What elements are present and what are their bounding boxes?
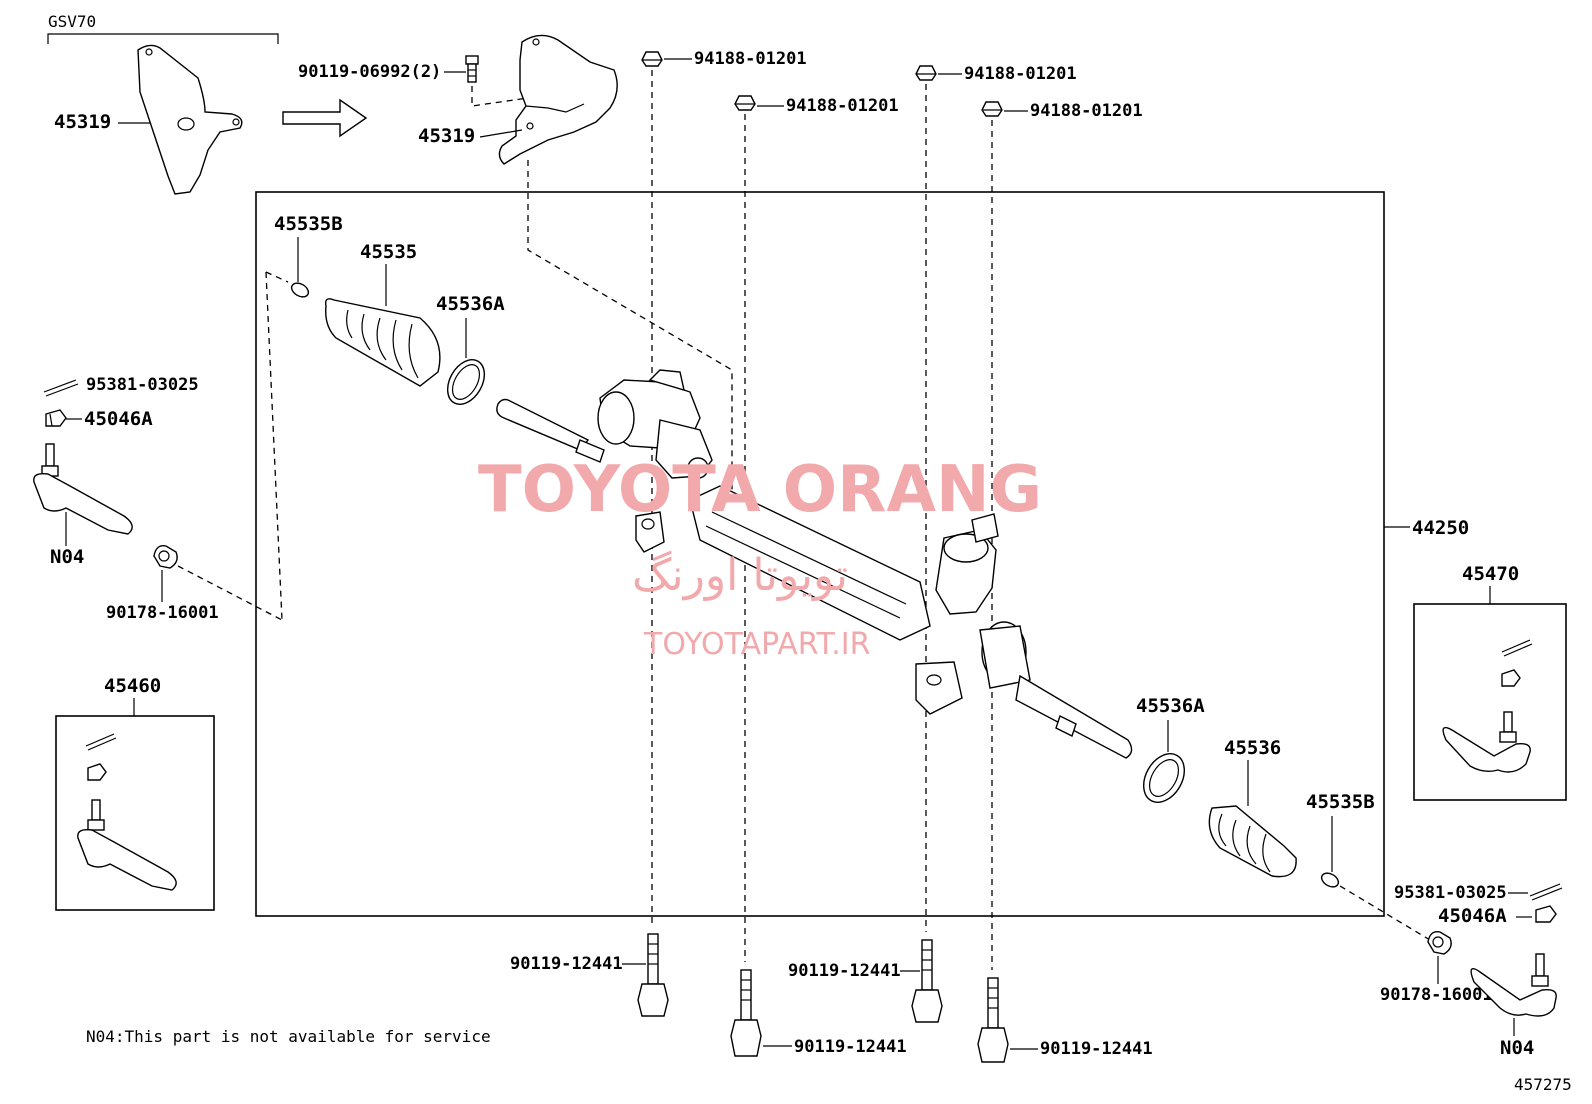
watermark-url: TOYOTAPART.IR (643, 627, 870, 662)
label-44250: 44250 (1412, 517, 1469, 539)
boot-45535 (324, 298, 441, 387)
label-94188-a: 94188-01201 (694, 49, 807, 69)
bolt-90119-12441-b (730, 969, 762, 1057)
label-90119-12441-c: 90119-12441 (788, 961, 901, 981)
boot-45536 (1208, 805, 1297, 878)
assembly-frame (255, 191, 1385, 917)
bolt-90119-12441-d (977, 977, 1009, 1063)
tie-rod-end-kit-45470 (1442, 639, 1533, 773)
label-45319-left: 45319 (54, 111, 111, 133)
watermark-title: TOYOTA ORANG (478, 453, 1042, 527)
label-45535: 45535 (360, 241, 417, 263)
label-45319-right: 45319 (418, 125, 475, 147)
cotter-pin-95381-left (43, 379, 79, 397)
model-header: GSV70 (48, 12, 96, 31)
label-90119-12441-a: 90119-12441 (510, 954, 623, 974)
label-90119-06992: 90119-06992(2) (298, 62, 441, 82)
nut-94188-c (915, 65, 937, 81)
nut-45046a-left (45, 409, 67, 427)
nut-94188-d (981, 101, 1003, 117)
label-94188-c: 94188-01201 (964, 64, 1077, 84)
tie-rod-end-right (1470, 953, 1557, 1017)
clamp-45535b-right (1320, 872, 1340, 888)
figure-number: 457275 (1514, 1075, 1572, 1094)
heat-insulator-left (137, 44, 243, 195)
label-90178-left: 90178-16001 (106, 603, 219, 623)
bolt-90119-06992 (465, 55, 479, 83)
label-45536a-right: 45536A (1136, 695, 1205, 717)
nut-45046a-right (1535, 905, 1557, 923)
box-45460 (55, 715, 215, 911)
label-94188-d: 94188-01201 (1030, 101, 1143, 121)
bolt-90119-12441-c (911, 939, 943, 1023)
label-45535b-left: 45535B (274, 213, 343, 235)
steering-rack-assembly (496, 369, 1133, 759)
label-90119-12441-d: 90119-12441 (1040, 1039, 1153, 1059)
arrow-icon (282, 98, 368, 138)
label-45470: 45470 (1462, 563, 1519, 585)
label-45046a-left: 45046A (84, 408, 153, 430)
label-45046a-right: 45046A (1438, 905, 1507, 927)
service-note: N04:This part is not available for servi… (86, 1027, 491, 1046)
ring-45536a-left (446, 359, 486, 405)
label-45536: 45536 (1224, 737, 1281, 759)
nut-94188-a (641, 51, 663, 67)
sleeve-90178-right (1427, 931, 1452, 955)
box-45470 (1413, 603, 1567, 801)
label-n04-right: N04 (1500, 1037, 1534, 1059)
label-45460: 45460 (104, 675, 161, 697)
tie-rod-end-kit-45460 (77, 733, 177, 891)
label-90119-12441-b: 90119-12441 (794, 1037, 907, 1057)
sleeve-90178-left (153, 545, 178, 569)
bolt-90119-12441-a (637, 933, 669, 1017)
heat-insulator-right (498, 34, 618, 165)
label-90178-right: 90178-16001 (1380, 985, 1493, 1005)
label-94188-b: 94188-01201 (786, 96, 899, 116)
watermark-persian: تویوتا اورنگ (632, 550, 848, 601)
label-95381-right: 95381-03025 (1394, 883, 1507, 903)
nut-94188-b (734, 95, 756, 111)
label-95381-left: 95381-03025 (86, 375, 199, 395)
ring-45536a-right (1143, 753, 1185, 803)
label-45535b-right: 45535B (1306, 791, 1375, 813)
label-n04-left: N04 (50, 546, 84, 568)
cotter-pin-95381-right (1529, 883, 1563, 901)
clamp-45535b-left (290, 282, 310, 298)
tie-rod-end-left (33, 443, 133, 535)
label-45536a-left: 45536A (436, 293, 505, 315)
